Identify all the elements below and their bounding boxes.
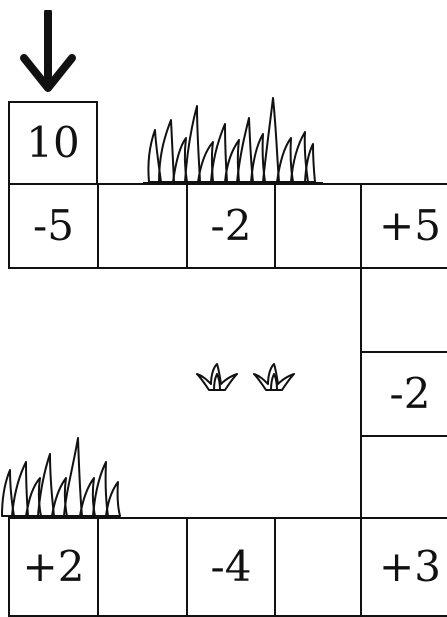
board-cell-right-3: [360, 435, 447, 519]
start-arrow-icon: [18, 10, 78, 94]
board-cell-top-1: -5: [8, 183, 99, 269]
start-cell: 10: [8, 101, 98, 185]
board-cell-bottom-5: +3: [360, 517, 447, 617]
small-sprout-icon: [252, 362, 296, 392]
cell-value: -2: [211, 205, 252, 247]
cell-value: -5: [33, 205, 74, 247]
cell-value: +3: [379, 546, 441, 588]
cell-value: +2: [23, 546, 85, 588]
board-cell-bottom-1: +2: [8, 517, 99, 617]
cell-value: -2: [390, 373, 431, 415]
grass-tuft-icon: [0, 434, 126, 518]
start-value: 10: [26, 122, 79, 164]
board-cell-top-3: -2: [186, 183, 276, 269]
board-cell-bottom-2: [97, 517, 188, 617]
grass-tuft-icon: [143, 94, 323, 184]
board-cell-top-5: +5: [360, 183, 447, 269]
game-board: 10 -5 -2 +5 -2 +2 -4 +3: [0, 0, 447, 598]
cell-value: -4: [211, 546, 252, 588]
board-cell-bottom-3: -4: [186, 517, 276, 617]
board-cell-top-2: [97, 183, 188, 269]
cell-value: +5: [379, 205, 441, 247]
small-sprout-icon: [195, 362, 239, 392]
board-cell-top-4: [274, 183, 362, 269]
board-cell-right-1: [360, 267, 447, 353]
board-cell-right-2: -2: [360, 351, 447, 437]
board-cell-bottom-4: [274, 517, 362, 617]
